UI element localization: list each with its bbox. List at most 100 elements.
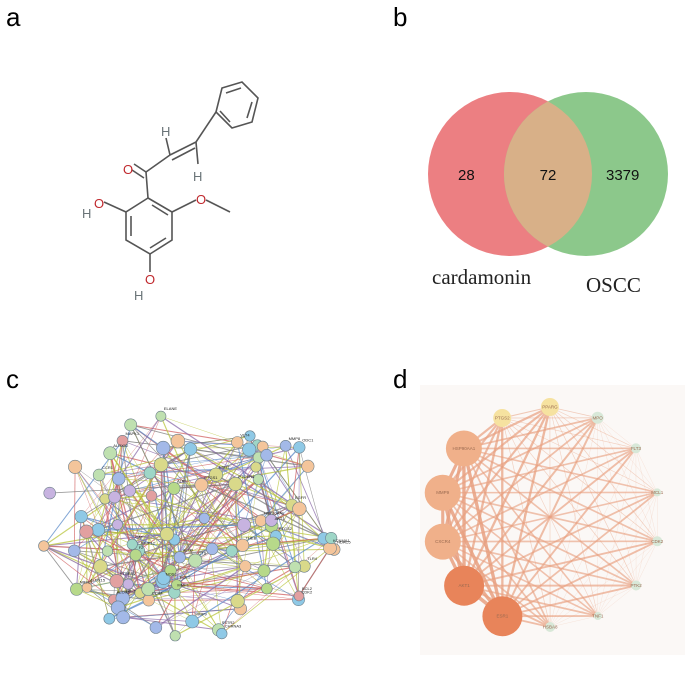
- network-node-label: ALOX: [183, 547, 194, 552]
- hub-node: [630, 443, 641, 454]
- network-node-label: MAPK1: [126, 431, 140, 436]
- network-edge: [132, 454, 267, 545]
- hub-network-edge: [463, 584, 598, 617]
- venn-intersection: [504, 92, 592, 256]
- network-edge: [99, 464, 162, 476]
- panel-label-b: b: [393, 2, 408, 32]
- network-edge: [291, 447, 300, 506]
- network-edge: [76, 588, 119, 609]
- network-node: [112, 472, 126, 486]
- network-node: [43, 486, 56, 500]
- hub-network-edge: [463, 448, 551, 628]
- network-node-label: ECE1: [180, 575, 191, 580]
- network-node: [74, 510, 88, 524]
- network-node-label: CAT: [135, 534, 143, 539]
- network-edge: [260, 465, 309, 522]
- network-node: [149, 621, 163, 634]
- network-node: [208, 467, 223, 482]
- network-node: [260, 448, 273, 462]
- network-node: [68, 459, 83, 474]
- hub-node: [424, 474, 461, 511]
- network-edge: [109, 452, 168, 535]
- alkene-bond: [169, 141, 197, 156]
- network-node: [225, 545, 238, 557]
- network-node: [126, 538, 138, 550]
- hub-network-edge: [442, 406, 551, 494]
- hub-node-label: ESR1: [497, 614, 509, 619]
- network-node: [261, 582, 273, 595]
- network-edge: [221, 537, 332, 634]
- network-node-label: MMP9: [195, 612, 207, 617]
- network-node: [68, 544, 81, 558]
- network-node-label: MMP8: [289, 436, 301, 441]
- hub-network-edge: [635, 541, 658, 586]
- phenyl-inner-bond: [225, 87, 242, 94]
- network-edge: [191, 537, 325, 622]
- network-edge: [258, 457, 296, 568]
- network-edge: [271, 445, 286, 521]
- network-edge: [74, 466, 133, 545]
- network-node: [230, 594, 245, 609]
- hub-network-edge: [441, 491, 504, 617]
- network-edge: [113, 554, 137, 600]
- network-edge: [174, 535, 276, 541]
- network-node: [112, 519, 123, 531]
- network-node: [254, 514, 267, 527]
- network-node: [239, 560, 252, 573]
- network-edge: [85, 531, 88, 588]
- hub-network-edge: [550, 615, 598, 628]
- network-node-label: CDK2: [302, 590, 313, 595]
- network-node: [244, 430, 256, 442]
- network-node-label: EGFR: [295, 495, 306, 500]
- network-node-label: PTGER4: [238, 474, 255, 479]
- network-edge: [123, 616, 193, 622]
- hub-network-edge: [635, 448, 658, 493]
- network-edge: [160, 415, 300, 510]
- atom-h-alpha: H: [161, 124, 170, 139]
- string-network: ODC1NR2C1PTGER2CTSMMP12ALOXNOS2PTGER4CAT…: [38, 406, 351, 642]
- network-edge: [43, 545, 139, 552]
- network-edge: [118, 478, 193, 622]
- network-edge: [201, 484, 245, 526]
- phenyl-inner-bond: [246, 101, 253, 119]
- network-node: [266, 536, 281, 551]
- network-node: [250, 461, 262, 473]
- network-node-label: CTS: [198, 551, 206, 556]
- hub-node-label: CDK2: [651, 539, 664, 544]
- network-edge: [122, 556, 181, 599]
- hub-network-edge: [442, 492, 599, 617]
- network-node-label: THEB: [246, 535, 257, 540]
- hub-network-edge: [442, 540, 599, 617]
- network-node: [171, 579, 183, 591]
- network-node-label: NOS2: [166, 571, 178, 576]
- hub-node: [631, 580, 642, 591]
- network-edge: [176, 584, 241, 610]
- network-edge: [97, 440, 124, 530]
- network-edge: [129, 457, 259, 492]
- network-node: [252, 473, 264, 485]
- network-node: [198, 512, 210, 524]
- network-node: [156, 440, 171, 456]
- network-node-label: ESR1: [219, 465, 230, 470]
- network-node: [279, 440, 292, 452]
- hub-network-edge: [549, 448, 637, 628]
- hub-node: [540, 398, 559, 416]
- network-node: [169, 630, 181, 642]
- network-node-label: VLT4: [240, 432, 250, 437]
- hub-node-label: PTGS2: [495, 416, 510, 421]
- hub-node-label: AKT1: [458, 583, 470, 588]
- network-node: [194, 478, 209, 492]
- hub-network-edge: [501, 540, 658, 618]
- hub-network-edge: [442, 417, 599, 543]
- network-edge: [118, 415, 162, 479]
- network-node: [228, 476, 243, 492]
- hub-network-edge: [462, 448, 505, 617]
- network-node: [231, 436, 244, 449]
- hub-gene-network: PTGS2PPARGMPOFLT3MCL1CDK2PTK2TNF1HSBA8ES…: [420, 385, 685, 655]
- network-edge: [135, 548, 213, 556]
- venn-label-cardamonin: cardamonin: [432, 265, 532, 289]
- network-node: [143, 466, 157, 480]
- network-node: [293, 441, 306, 454]
- network-node-label: CCR1: [102, 465, 114, 470]
- network-node: [164, 564, 177, 577]
